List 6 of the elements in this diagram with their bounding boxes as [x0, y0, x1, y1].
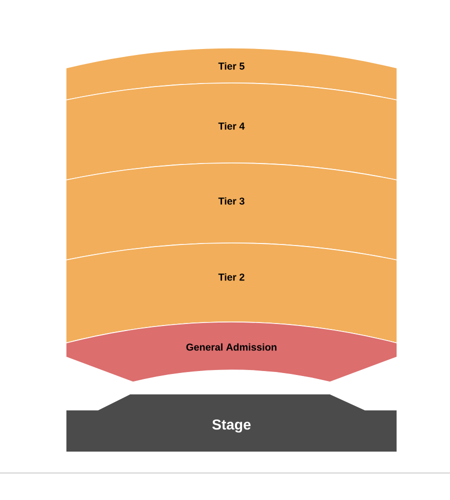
tier-section: Tier 4 — [66, 82, 398, 180]
general-admission-section: General Admission — [66, 322, 398, 382]
tier-section: Tier 2 — [66, 242, 398, 344]
stage: Stage — [66, 394, 398, 452]
tier-section: Tier 5 — [66, 48, 398, 100]
tier-section: Tier 3 — [66, 162, 398, 260]
